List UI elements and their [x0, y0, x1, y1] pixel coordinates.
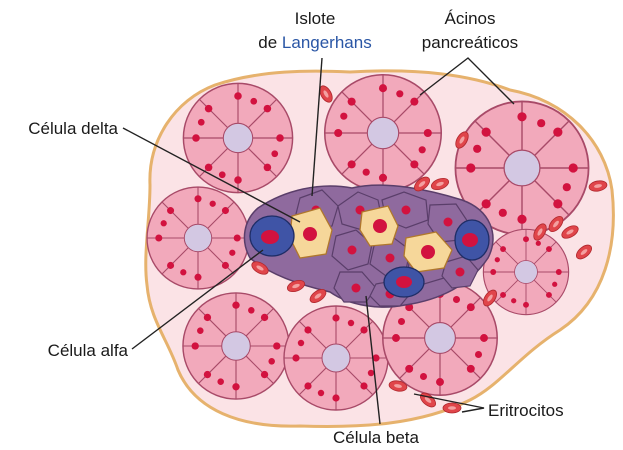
label-celula-alfa: Célula alfa: [48, 341, 129, 360]
label-islote-line1: Islote: [295, 9, 336, 28]
label-islote-line2: de Langerhans: [258, 33, 371, 52]
acinus: [183, 83, 292, 192]
label-langerhans: Langerhans: [282, 33, 372, 52]
label-celula-beta: Célula beta: [333, 428, 420, 447]
acinus: [183, 293, 289, 399]
acinus: [483, 229, 568, 314]
label-acinos-line2: pancreáticos: [422, 33, 518, 52]
label-acinos-line1: Ácinos: [444, 9, 495, 28]
label-celula-delta: Célula delta: [28, 119, 118, 138]
label-eritrocitos: Eritrocitos: [488, 401, 564, 420]
label-islote-prefix: de: [258, 33, 282, 52]
acinus: [147, 187, 249, 289]
erythrocyte: [443, 403, 461, 413]
